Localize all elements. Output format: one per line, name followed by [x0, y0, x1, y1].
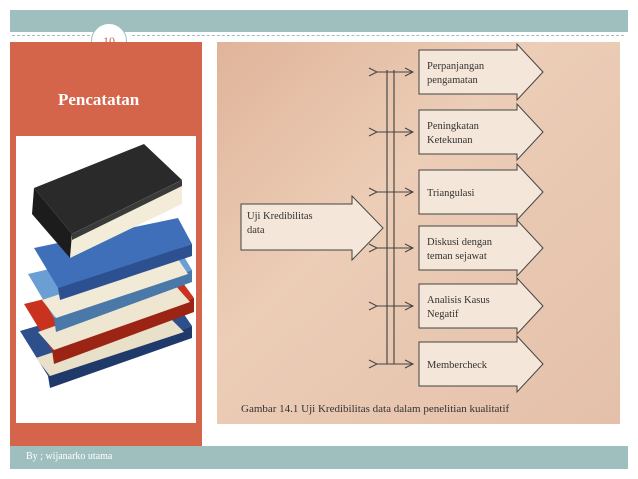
target-label-4-line-2: teman sejawat: [427, 251, 487, 262]
target-label-5-line-2: Negatif: [427, 309, 459, 320]
footer-bar: [10, 446, 628, 469]
connector-arrow-4: [368, 243, 415, 253]
header-divider-left: [12, 35, 90, 36]
diagram-caption: Gambar 14.1 Uji Kredibilitas data dalam …: [241, 403, 510, 415]
target-box-3: [418, 162, 544, 222]
books-image: [16, 136, 196, 423]
connector-arrow-6: [368, 359, 415, 369]
target-box-4: [418, 218, 544, 278]
source-label-line1: Uji Kredibilitas: [247, 211, 313, 222]
target-box-6: [418, 334, 544, 394]
footer-author: By ; wijanarko utama: [26, 451, 113, 462]
target-label-5-line-1: Analisis Kasus: [427, 295, 490, 306]
connector-arrow-1: [368, 67, 415, 77]
connector-arrow-2: [368, 127, 415, 137]
target-box-2: [418, 102, 544, 162]
target-label-1-line-2: pengamatan: [427, 75, 478, 86]
header-divider-right: [132, 35, 624, 36]
source-label-line2: data: [247, 225, 265, 236]
target-box-1: [418, 42, 544, 102]
target-label-3-line-1: Triangulasi: [427, 188, 475, 199]
target-label-6-line-1: Membercheck: [427, 360, 488, 371]
header-bar: [10, 10, 628, 32]
target-label-2-line-2: Ketekunan: [427, 135, 473, 146]
connector-arrow-3: [368, 187, 415, 197]
source-arrow: [240, 194, 384, 262]
kredibilitas-diagram-photo: Uji Kredibilitas data Perpanjangan pengam…: [217, 42, 620, 424]
source-label: Uji Kredibilitas data: [247, 211, 315, 236]
target-label-4-line-1: Diskusi dengan: [427, 237, 493, 248]
target-label-2-line-1: Peningkatan: [427, 121, 480, 132]
connector-arrow-5: [368, 301, 415, 311]
target-box-5: [418, 276, 544, 336]
target-label-1-line-1: Perpanjangan: [427, 61, 485, 72]
slide-title: Pencatatan: [58, 90, 140, 109]
